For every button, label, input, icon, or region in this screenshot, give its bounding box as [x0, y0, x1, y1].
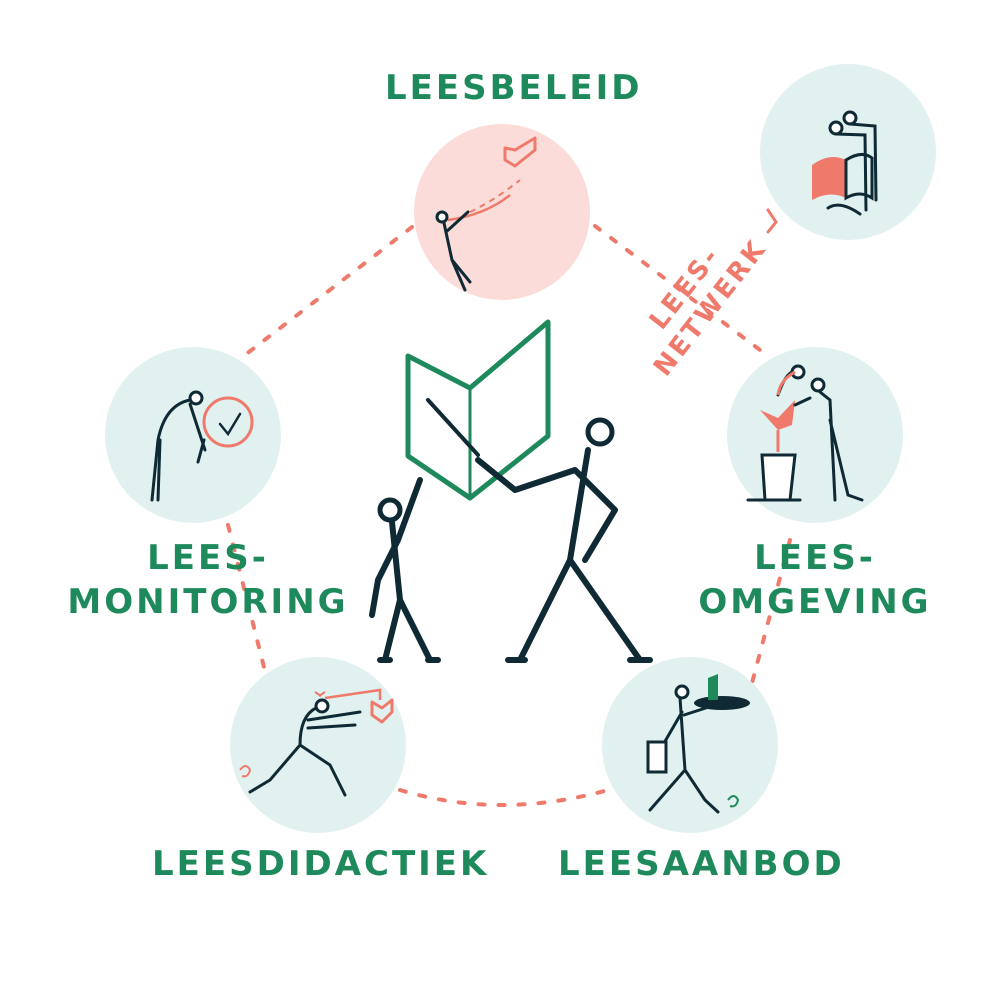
label-leesmonitoring-line1: LEES-: [147, 538, 269, 578]
label-leesaanbod-text: LEESAANBOD: [558, 844, 845, 884]
label-leesmonitoring-line2: MONITORING: [67, 582, 349, 622]
leesdidactiek-icon: [230, 657, 406, 833]
center-illustration-icon: [369, 319, 653, 663]
label-leesomgeving-line1: LEES-: [754, 538, 876, 578]
label-leesomgeving-line2: OMGEVING: [698, 582, 932, 622]
label-leesdidactiek: LEESDIDACTIEK: [152, 842, 489, 886]
label-leesbeleid-text: LEESBELEID: [385, 68, 643, 108]
label-leesaanbod: LEESAANBOD: [558, 842, 845, 886]
dashed-cycle: [226, 224, 792, 807]
label-leesmonitoring: LEES- MONITORING: [58, 536, 358, 624]
network-arrow-icon: [766, 208, 778, 234]
label-leesdidactiek-text: LEESDIDACTIEK: [152, 844, 490, 884]
leesnetwerk-icon: [760, 64, 936, 240]
label-leesomgeving: LEES- OMGEVING: [690, 536, 940, 624]
label-leesbeleid: LEESBELEID: [385, 66, 643, 110]
leesmonitoring-icon: [105, 347, 281, 523]
leesomgeving-icon: [727, 347, 903, 523]
leesbeleid-icon: [414, 124, 590, 300]
leesaanbod-icon: [602, 657, 778, 833]
